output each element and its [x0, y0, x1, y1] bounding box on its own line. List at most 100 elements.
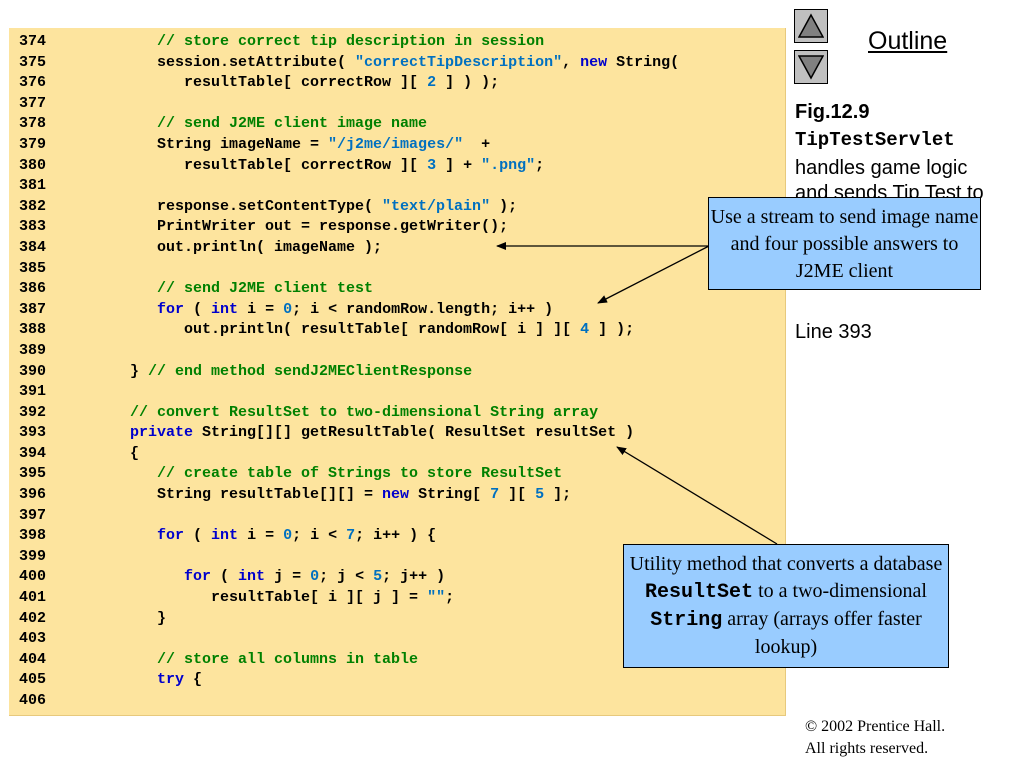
code-token: resultTable[ correctRow ][: [103, 74, 428, 92]
line-number: 390: [19, 362, 47, 380]
code-token: resultTable[ i ][ j ] =: [103, 589, 428, 607]
line-number: 393: [19, 424, 47, 442]
code-token: ; i <: [292, 527, 347, 545]
code-text: PrintWriter out = response.getWriter();: [103, 217, 508, 238]
code-token: 0: [283, 300, 293, 318]
code-token: j =: [265, 568, 311, 586]
stream-callout: Use a stream to send image name and four…: [708, 197, 981, 290]
line-number: 380: [19, 156, 47, 174]
code-text: // send J2ME client test: [103, 279, 373, 300]
code-token: ; i < randomRow.length; i++ ): [292, 300, 554, 318]
code-text: // store all columns in table: [103, 650, 418, 671]
code-text: resultTable[ correctRow ][ 3 ] + ".png";: [103, 156, 544, 177]
code-token: ] +: [436, 156, 482, 174]
code-token: new: [580, 53, 608, 71]
line-number: 376: [19, 74, 47, 92]
line-number: 382: [19, 197, 47, 215]
code-text: out.println( imageName );: [103, 238, 382, 259]
code-token: 5: [535, 486, 545, 504]
code-text: // store correct tip description in sess…: [103, 32, 544, 53]
code-token: ; j <: [319, 568, 374, 586]
code-token: PrintWriter out = response.getWriter();: [103, 218, 509, 236]
code-text: // convert ResultSet to two-dimensional …: [103, 403, 598, 424]
line-number: 379: [19, 135, 47, 153]
code-token: (: [184, 527, 212, 545]
line-number: 401: [19, 589, 47, 607]
code-text: session.setAttribute( "correctTipDescrip…: [103, 53, 679, 74]
line-number: 404: [19, 650, 47, 668]
line-number: 388: [19, 321, 47, 339]
code-text: try {: [103, 670, 202, 691]
line-number: 383: [19, 218, 47, 236]
line-number: 375: [19, 53, 47, 71]
code-token: }: [103, 609, 167, 627]
line-number: 378: [19, 115, 47, 133]
next-slide-button[interactable]: [794, 50, 828, 84]
code-token: ; i++ ) {: [355, 527, 437, 545]
copyright-line-2: All rights reserved.: [805, 740, 929, 757]
code-token: // send J2ME client image name: [157, 115, 428, 133]
line-number: 406: [19, 692, 47, 709]
code-token: response.setContentType(: [103, 197, 383, 215]
callout-text-part1: Utility method that converts a database: [629, 553, 943, 575]
code-token: +: [463, 135, 491, 153]
code-token: String[: [409, 486, 491, 504]
code-token: // create table of Strings to store Resu…: [157, 465, 563, 483]
code-listing-panel: 374 // store correct tip description in …: [9, 28, 786, 716]
code-text: out.println( resultTable[ randomRow[ i ]…: [103, 320, 634, 341]
callout-code-string: String: [650, 609, 723, 632]
code-token: for: [184, 568, 212, 586]
code-token: ".png": [481, 156, 536, 174]
copyright-line-1: © 2002 Prentice Hall.: [805, 718, 946, 735]
line-reference: Line 393: [795, 321, 872, 343]
callout-code-resultset: ResultSet: [645, 581, 754, 604]
code-text: }: [103, 609, 166, 630]
code-token: 3: [427, 156, 437, 174]
code-text: String imageName = "/j2me/images/" +: [103, 135, 490, 156]
code-token: 7: [346, 527, 356, 545]
callout-text-part3: array (arrays offer faster lookup): [722, 608, 922, 658]
code-token: );: [490, 197, 518, 215]
arrow-to-line-393: [616, 446, 778, 545]
code-token: String(: [607, 53, 680, 71]
copyright-notice: © 2002 Prentice Hall. All rights reserve…: [805, 716, 945, 760]
line-number: 405: [19, 671, 47, 689]
triangle-down-icon: [798, 55, 824, 80]
code-text: for ( int j = 0; j < 5; j++ ): [103, 567, 445, 588]
line-number: 389: [19, 341, 47, 359]
line-number: 391: [19, 383, 47, 401]
code-token: ;: [445, 589, 455, 607]
outline-link[interactable]: Outline: [868, 27, 948, 55]
code-text: resultTable[ correctRow ][ 2 ] ) );: [103, 73, 499, 94]
code-text: // create table of Strings to store Resu…: [103, 464, 562, 485]
line-number: 392: [19, 403, 47, 421]
code-token: 7: [490, 486, 500, 504]
code-token: int: [211, 527, 239, 545]
code-token: ; j++ ): [382, 568, 446, 586]
line-number: 399: [19, 547, 47, 565]
code-token: out.println( imageName );: [103, 238, 383, 256]
line-number: 385: [19, 259, 47, 277]
callout-text-part2: to a two-dimensional: [753, 580, 927, 602]
code-text: // send J2ME client image name: [103, 114, 427, 135]
line-number: 386: [19, 280, 47, 298]
previous-slide-button[interactable]: [794, 9, 828, 43]
code-token: "/j2me/images/": [328, 135, 464, 153]
code-token: 0: [310, 568, 320, 586]
line-number: 381: [19, 177, 47, 195]
code-token: int: [211, 300, 239, 318]
code-token: for: [157, 300, 185, 318]
line-number: 397: [19, 506, 47, 524]
code-token: 5: [373, 568, 383, 586]
code-token: session.setAttribute(: [103, 53, 356, 71]
code-token: ] ) );: [436, 74, 500, 92]
code-token: }: [103, 362, 149, 380]
code-token: ] );: [589, 321, 635, 339]
code-token: ,: [562, 53, 581, 71]
line-number: 400: [19, 568, 47, 586]
code-token: "": [427, 589, 446, 607]
line-number: 402: [19, 609, 47, 627]
code-token: int: [238, 568, 266, 586]
line-number: 396: [19, 486, 47, 504]
code-text: String resultTable[][] = new String[ 7 ]…: [103, 485, 571, 506]
